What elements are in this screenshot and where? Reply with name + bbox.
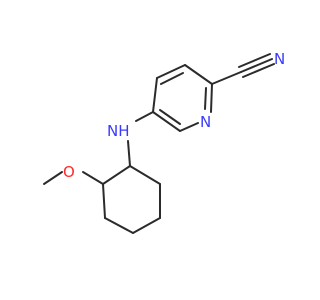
bond-nh-cyclohexyl xyxy=(127,140,131,167)
bond-c4-c5 xyxy=(152,77,158,113)
bond-c5-c6 xyxy=(152,111,181,132)
bond-c5-nh xyxy=(135,111,154,122)
bond-cy3-cy4 xyxy=(104,217,134,234)
bond-n1-c2-double xyxy=(204,87,207,110)
bond-cy2-o xyxy=(82,171,104,185)
bond-c5-c6-double xyxy=(159,109,181,125)
bond-n1-c2 xyxy=(210,83,213,113)
bond-cy2-cy3 xyxy=(102,183,106,219)
bond-o-methyl xyxy=(43,171,63,185)
bond-nitrile-triple-2 xyxy=(238,53,271,68)
bond-c2-nitrile-c xyxy=(211,71,242,85)
bond-nitrile-triple-1 xyxy=(240,58,273,73)
bond-c3-c4-double xyxy=(160,72,184,85)
atom-label-pyridine-n: N xyxy=(200,113,211,131)
molecule-structure: N N NH O xyxy=(43,50,285,234)
bond-cy1-cy2 xyxy=(102,165,131,185)
bond-cy4-cy5 xyxy=(132,217,161,234)
atom-label-amine-nh: NH xyxy=(107,122,130,140)
bond-nitrile-triple-3 xyxy=(242,63,275,78)
bond-c2-c3 xyxy=(184,64,213,85)
bond-cy6-cy1 xyxy=(129,165,161,185)
bond-c6-n1 xyxy=(179,122,199,132)
atom-label-methoxy-o: O xyxy=(63,163,75,181)
atom-label-nitrile-n: N xyxy=(274,50,285,68)
bond-c3-c4 xyxy=(156,64,186,79)
